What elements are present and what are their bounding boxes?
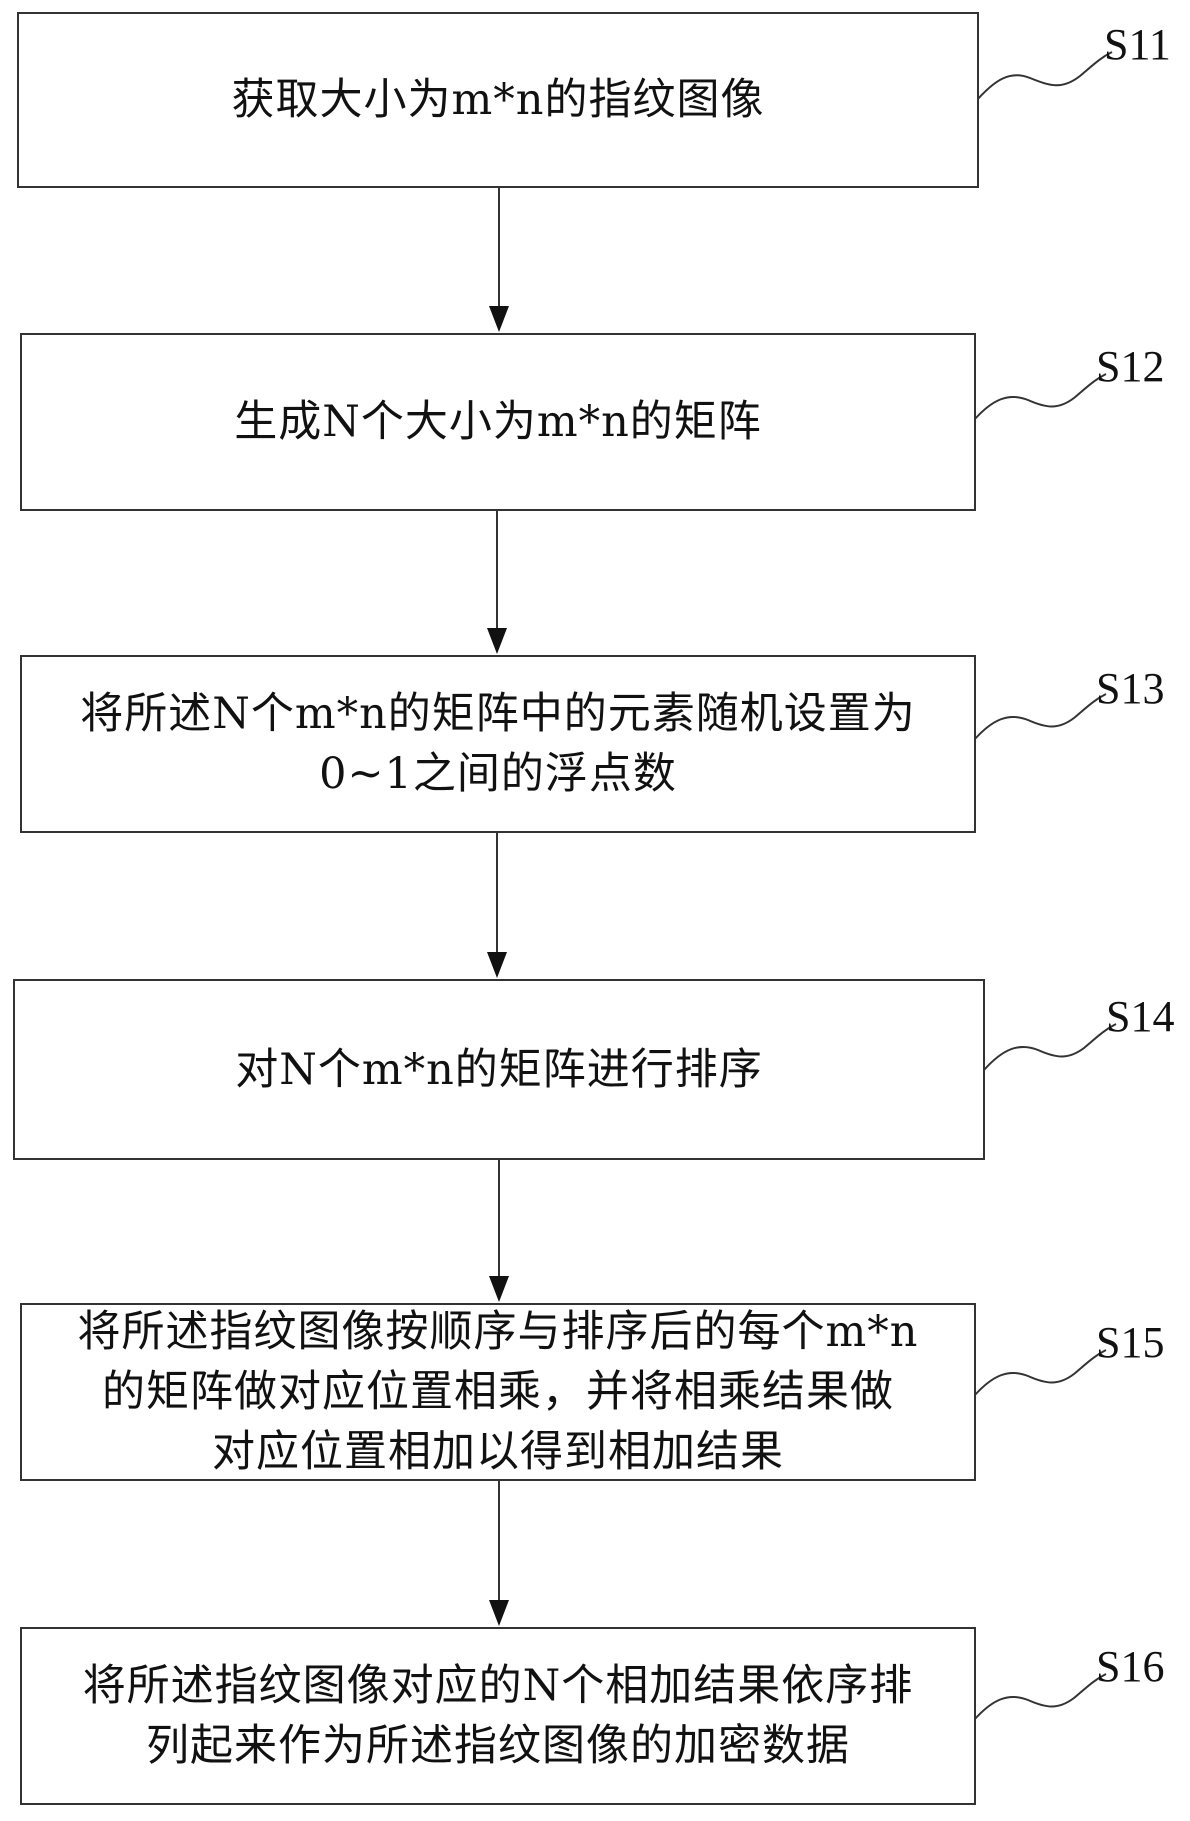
step-text-s13: 将所述N个m*n的矩阵中的元素随机设置为 0~1之间的浮点数 (80, 689, 916, 799)
label-leaders (973, 51, 1117, 1721)
arrow-head-s14-s15 (489, 1276, 509, 1302)
step-label-s16: S16 (1096, 1642, 1165, 1691)
leader-s11 (976, 51, 1113, 101)
step-text-s16: 将所述指纹图像对应的N个相加结果依序排 列起来作为所述指纹图像的加密数据 (82, 1661, 914, 1771)
step-label-s12: S12 (1096, 342, 1165, 391)
step-label-s15: S15 (1096, 1318, 1165, 1367)
arrow-head-s11-s12 (489, 306, 509, 332)
flow-arrows (487, 187, 509, 1626)
step-box-s12: 生成N个大小为m*n的矩阵 (20, 333, 976, 511)
arrow-head-s15-s16 (489, 1600, 509, 1626)
step-box-s11: 获取大小为m*n的指纹图像 (17, 12, 979, 188)
leader-s13 (973, 693, 1107, 741)
step-label-s13: S13 (1096, 664, 1165, 713)
leader-s16 (973, 1673, 1107, 1721)
leader-s12 (973, 373, 1107, 421)
step-box-s15: 将所述指纹图像按顺序与排序后的每个m*n 的矩阵做对应位置相乘，并将相乘结果做 … (20, 1303, 976, 1481)
step-text-s15: 将所述指纹图像按顺序与排序后的每个m*n 的矩阵做对应位置相乘，并将相乘结果做 … (77, 1307, 919, 1477)
step-box-s13: 将所述N个m*n的矩阵中的元素随机设置为 0~1之间的浮点数 (20, 655, 976, 833)
step-text-s14: 对N个m*n的矩阵进行排序 (235, 1044, 763, 1095)
step-label-s11: S11 (1104, 20, 1171, 69)
step-label-s14: S14 (1106, 992, 1175, 1041)
step-box-s16: 将所述指纹图像对应的N个相加结果依序排 列起来作为所述指纹图像的加密数据 (20, 1627, 976, 1805)
leader-s15 (973, 1349, 1107, 1397)
arrow-head-s12-s13 (487, 628, 507, 654)
step-text-s11: 获取大小为m*n的指纹图像 (231, 75, 765, 125)
arrow-head-s13-s14 (487, 952, 507, 978)
step-text-s12: 生成N个大小为m*n的矩阵 (234, 397, 762, 447)
leader-s14 (983, 1023, 1117, 1071)
step-box-s14: 对N个m*n的矩阵进行排序 (13, 979, 985, 1160)
